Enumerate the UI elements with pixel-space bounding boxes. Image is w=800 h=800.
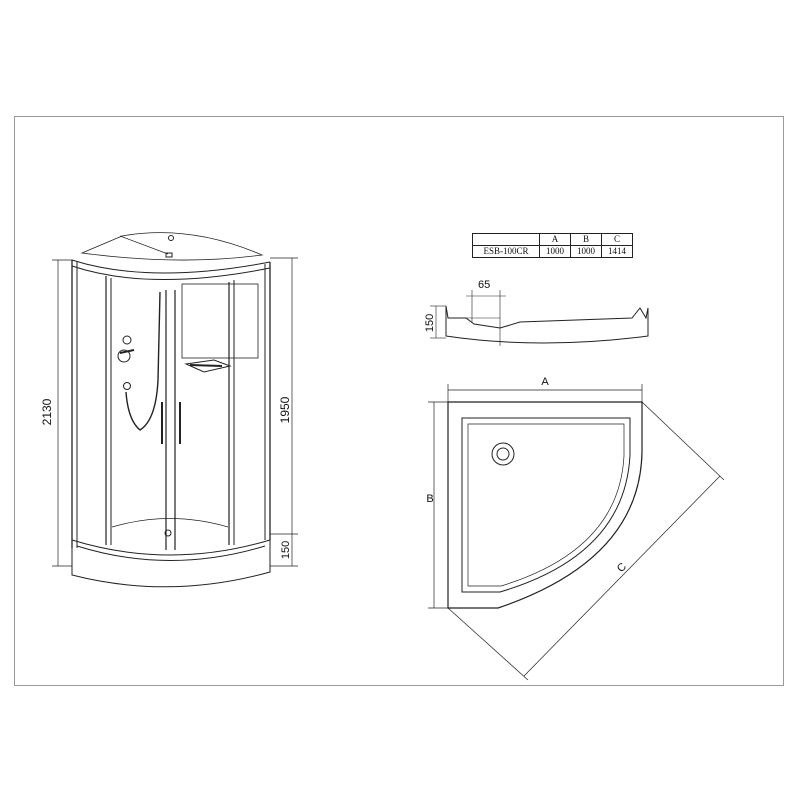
dim-total-height: 2130 <box>40 398 54 425</box>
tray-outer-outline <box>447 401 643 609</box>
hand-shower-icon <box>123 382 131 390</box>
spec-table: A B C ESB-100CR 1000 1000 1414 <box>472 233 633 258</box>
cabin-roof <box>80 232 264 261</box>
dim-tray-depth-label: B <box>426 493 433 505</box>
dim-profile-height: 150 <box>424 314 436 332</box>
tray-top-view <box>428 384 725 681</box>
spec-table-row: ESB-100CR 1000 1000 1414 <box>472 245 633 258</box>
dim-tray-height: 150 <box>280 541 292 559</box>
spec-value-c: 1414 <box>601 245 633 258</box>
shower-tray <box>71 539 271 556</box>
tray-profile-outline <box>445 305 649 344</box>
shelf <box>184 359 232 373</box>
cabin-roof-lip <box>71 259 271 274</box>
tray-profile-view <box>430 290 649 346</box>
shower-cabin-view <box>52 232 298 588</box>
drain-inner-icon <box>496 447 510 461</box>
tray-inner-outline <box>461 417 631 593</box>
dim-profile-step: 65 <box>478 279 490 291</box>
dim-tray-diagonal-label: C <box>615 561 629 575</box>
tray-drain-icon <box>164 529 172 537</box>
roof-light-icon <box>168 235 174 241</box>
drawing-frame <box>14 116 784 686</box>
roof-speaker-icon <box>165 252 173 258</box>
drain-outer-icon <box>491 442 515 466</box>
dim-cabin-height: 1950 <box>278 396 292 423</box>
dim-tray-width-label: A <box>541 376 549 388</box>
back-wall-panel <box>181 283 259 359</box>
mixer-icon <box>122 335 132 345</box>
shower-hose <box>125 291 161 431</box>
